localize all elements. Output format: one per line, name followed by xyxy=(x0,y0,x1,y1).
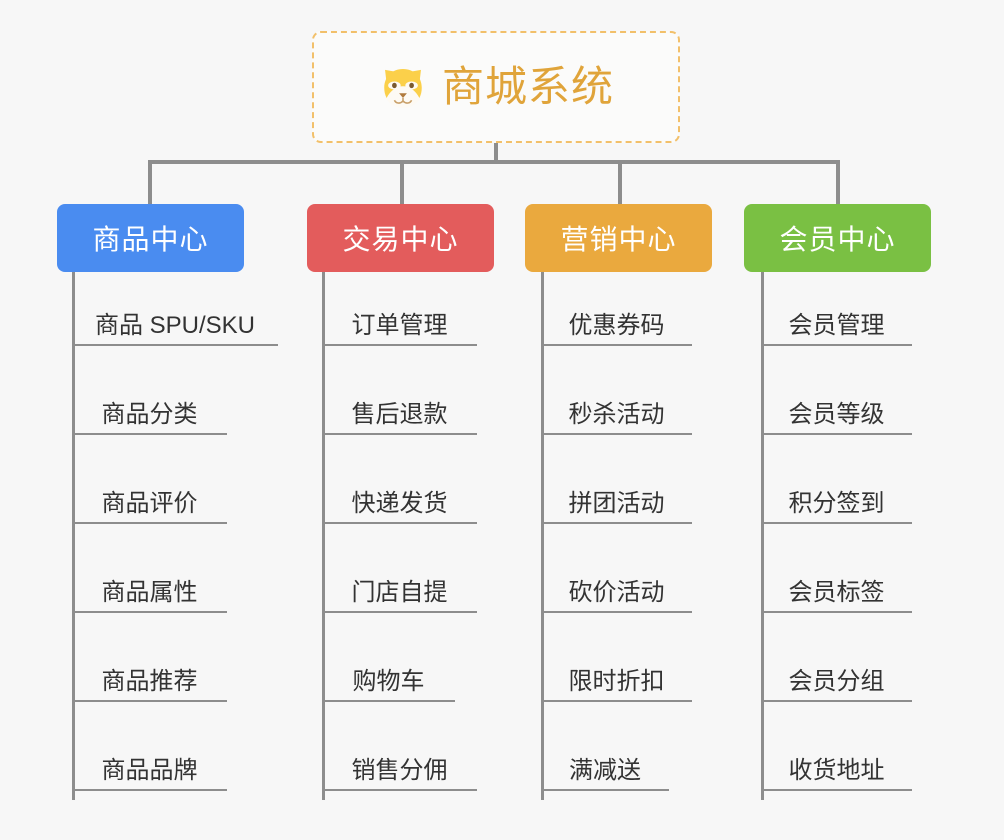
leaf-item[interactable]: 购物车 xyxy=(322,668,455,702)
leaf-item[interactable]: 销售分佣 xyxy=(322,757,477,791)
leaf-label: 订单管理 xyxy=(351,312,448,340)
connector-drop-category-4 xyxy=(836,160,840,206)
connector-drop-category-2 xyxy=(400,160,404,206)
trunk-line-product xyxy=(72,272,75,800)
leaf-item[interactable]: 限时折扣 xyxy=(541,668,692,702)
leaf-label: 会员标签 xyxy=(788,579,885,607)
leaf-label: 秒杀活动 xyxy=(568,401,665,429)
leaf-label: 砍价活动 xyxy=(568,579,665,607)
leaf-label: 快递发货 xyxy=(351,490,448,518)
category-header-label: 交易中心 xyxy=(342,224,459,255)
leaf-label: 会员分组 xyxy=(788,668,885,696)
leaf-label: 购物车 xyxy=(352,668,425,696)
leaf-item[interactable]: 订单管理 xyxy=(322,312,477,346)
leaf-label: 售后退款 xyxy=(351,401,448,429)
category-header-marketing[interactable]: 营销中心 xyxy=(525,204,712,272)
leaf-label: 商品品牌 xyxy=(101,757,198,785)
trunk-line-member xyxy=(761,272,764,800)
leaf-item[interactable]: 会员分组 xyxy=(761,668,912,702)
leaf-item[interactable]: 门店自提 xyxy=(322,579,477,613)
leaf-label: 拼团活动 xyxy=(568,490,665,518)
leaf-item[interactable]: 会员标签 xyxy=(761,579,912,613)
shiba-dog-face-icon xyxy=(378,62,428,112)
category-header-trade[interactable]: 交易中心 xyxy=(307,204,494,272)
leaf-item[interactable]: 商品品牌 xyxy=(72,757,227,791)
leaf-item[interactable]: 会员等级 xyxy=(761,401,912,435)
leaf-label: 销售分佣 xyxy=(351,757,448,785)
leaf-label: 商品 SPU/SKU xyxy=(94,312,256,340)
leaf-item[interactable]: 优惠券码 xyxy=(541,312,692,346)
leaf-item[interactable]: 售后退款 xyxy=(322,401,477,435)
category-header-label: 营销中心 xyxy=(560,224,677,255)
leaf-item[interactable]: 商品属性 xyxy=(72,579,227,613)
leaf-item[interactable]: 收货地址 xyxy=(761,757,912,791)
leaf-item[interactable]: 秒杀活动 xyxy=(541,401,692,435)
leaf-item[interactable]: 满减送 xyxy=(541,757,669,791)
leaf-label: 会员管理 xyxy=(788,312,885,340)
leaf-label: 满减送 xyxy=(569,757,641,785)
category-header-label: 会员中心 xyxy=(779,224,896,255)
connector-horizontal-bus xyxy=(148,160,840,164)
leaf-item[interactable]: 商品评价 xyxy=(72,490,227,524)
category-header-member[interactable]: 会员中心 xyxy=(744,204,931,272)
category-header-label: 商品中心 xyxy=(92,224,209,255)
leaf-label: 积分签到 xyxy=(788,490,885,518)
connector-root-stem xyxy=(494,143,498,164)
leaf-label: 优惠券码 xyxy=(568,312,665,340)
leaf-item[interactable]: 快递发货 xyxy=(322,490,477,524)
leaf-label: 限时折扣 xyxy=(568,668,665,696)
leaf-label: 商品属性 xyxy=(101,579,198,607)
leaf-label: 商品分类 xyxy=(101,401,198,429)
leaf-label: 会员等级 xyxy=(788,401,885,429)
leaf-item[interactable]: 拼团活动 xyxy=(541,490,692,524)
leaf-label: 商品评价 xyxy=(101,490,198,518)
connector-drop-category-3 xyxy=(618,160,622,206)
leaf-label: 门店自提 xyxy=(351,579,448,607)
leaf-item[interactable]: 商品推荐 xyxy=(72,668,227,702)
category-header-product[interactable]: 商品中心 xyxy=(57,204,244,272)
trunk-line-trade xyxy=(322,272,325,800)
leaf-label: 商品推荐 xyxy=(101,668,198,696)
root-node[interactable]: 商城系统 xyxy=(312,31,680,143)
leaf-item[interactable]: 商品 SPU/SKU xyxy=(72,312,278,346)
trunk-line-marketing xyxy=(541,272,544,800)
leaf-label: 收货地址 xyxy=(788,757,885,785)
connector-drop-category-1 xyxy=(148,160,152,206)
leaf-item[interactable]: 会员管理 xyxy=(761,312,912,346)
leaf-item[interactable]: 砍价活动 xyxy=(541,579,692,613)
root-title: 商城系统 xyxy=(441,63,614,110)
leaf-item[interactable]: 商品分类 xyxy=(72,401,227,435)
leaf-item[interactable]: 积分签到 xyxy=(761,490,912,524)
